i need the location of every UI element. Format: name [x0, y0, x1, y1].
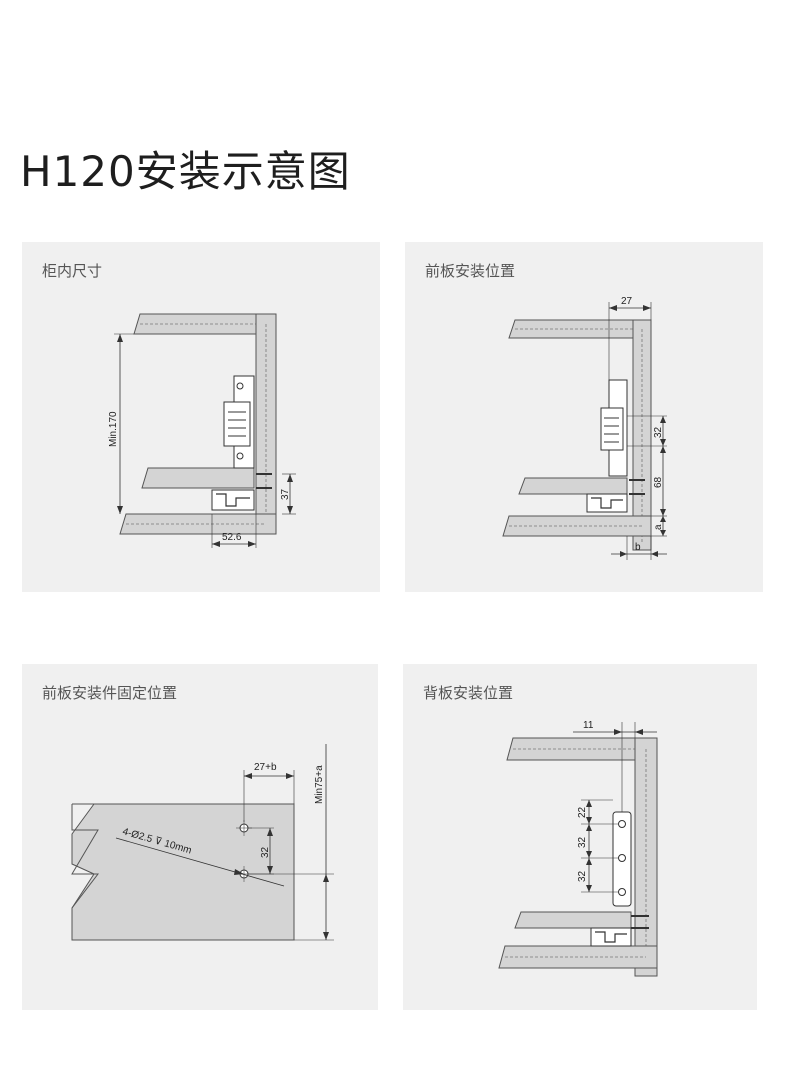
label-top: 27+b [254, 762, 277, 773]
label-height: Min.170 [108, 411, 119, 447]
panel-front-fitting-position: 前板安装件固定位置 4-Ø2.5 ⊽ 10mm 27+b 32 [22, 664, 378, 1010]
drawer-bottom [141, 467, 255, 489]
panel-title: 柜内尺寸 [42, 262, 103, 280]
label-lower: 68 [653, 476, 664, 488]
panel-back-panel-position: 背板安装位置 11 [403, 664, 757, 1010]
label-top: 27 [621, 296, 633, 307]
panel-title: 前板安装位置 [425, 262, 516, 280]
front-bracket [600, 407, 624, 451]
panel-cabinet-inner-size: 柜内尺寸 Min.170 [22, 242, 380, 592]
slide-rail [586, 493, 628, 513]
cabinet-inner-size-diagram: Min.170 37 52.6 [108, 313, 296, 548]
slide-rail [211, 489, 255, 511]
panel-title: 前板安装件固定位置 [42, 684, 178, 702]
label-top: 11 [583, 720, 594, 731]
label-d2: 32 [577, 836, 588, 848]
front-fitting-position-diagram: 4-Ø2.5 ⊽ 10mm 27+b 32 Min75+a [71, 744, 334, 941]
label-d1: 22 [577, 806, 588, 818]
label-a: a [653, 524, 664, 530]
label-upper: 32 [653, 426, 664, 438]
front-panel-position-diagram: 27 32 68 a b [502, 296, 667, 560]
label-d3: 32 [577, 870, 588, 882]
drawer-bottom [514, 911, 632, 929]
label-spacing: 32 [260, 846, 271, 858]
front-panel-board [71, 803, 295, 941]
label-b: b [635, 542, 641, 553]
front-bracket [223, 401, 251, 447]
slide-rail [590, 927, 632, 947]
label-side: 37 [280, 488, 291, 500]
panel-title: 背板安装位置 [423, 684, 514, 702]
label-bottom: 52.6 [222, 532, 242, 543]
drawer-bottom [518, 477, 628, 495]
page-title: H120安装示意图 [20, 147, 351, 196]
label-right: Min75+a [314, 765, 325, 804]
panel-front-panel-position: 前板安装位置 27 [405, 242, 763, 592]
back-panel-position-diagram: 11 22 32 32 [498, 720, 658, 977]
